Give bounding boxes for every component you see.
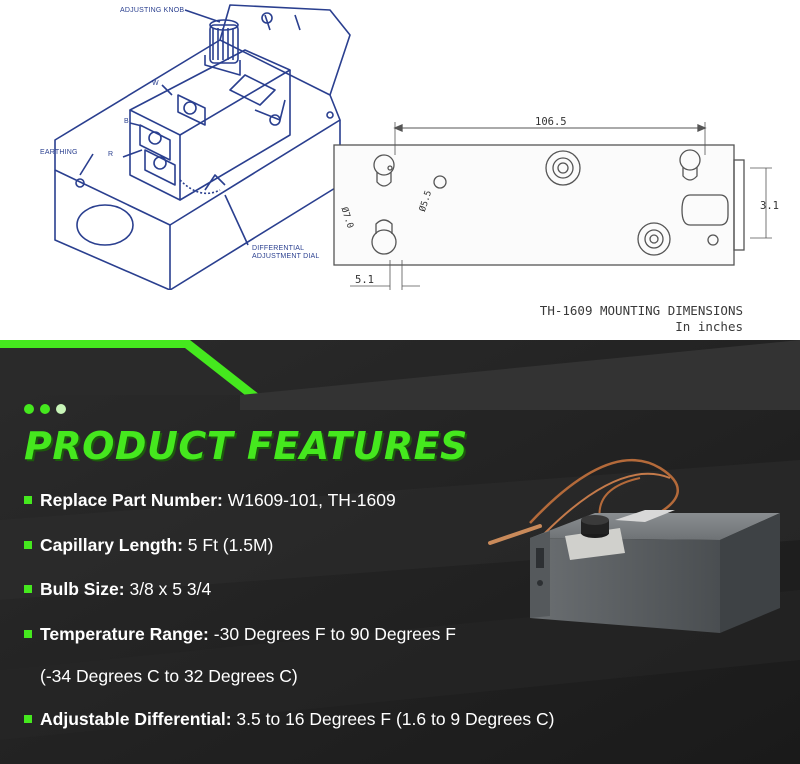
technical-drawing-area: ADJUSTING KNOB W B R EARTHING DIFFERENTI… — [0, 0, 800, 345]
feature-temperature-range: Temperature Range: -30 Degrees F to 90 D… — [24, 622, 456, 646]
caption-title: TH-1609 MOUNTING DIMENSIONS — [539, 303, 743, 318]
caption-units: In inches — [675, 319, 743, 334]
feature-adjustable-differential: Adjustable Differential: 3.5 to 16 Degre… — [24, 707, 555, 731]
dim-width: 106.5 — [535, 116, 567, 128]
feature-label: Replace Part Number: — [40, 489, 223, 510]
bullet-icon — [24, 585, 32, 593]
feature-temperature-range-celsius: (-34 Degrees C to 32 Degrees C) — [40, 664, 298, 688]
feature-label: Bulb Size: — [40, 578, 125, 599]
label-adjusting-knob: ADJUSTING KNOB — [120, 7, 185, 14]
feature-replace-part: Replace Part Number: W1609-101, TH-1609 — [24, 488, 396, 512]
feature-value: -30 Degrees F to 90 Degrees F — [208, 623, 456, 644]
dot-1 — [24, 404, 34, 414]
dim-height: 3.1 — [760, 200, 779, 212]
mounting-dimension-drawing — [333, 122, 772, 290]
feature-value: 3.5 to 16 Degrees F (1.6 to 9 Degrees C) — [231, 708, 555, 729]
label-differential-2: ADJUSTMENT DIAL — [252, 253, 320, 260]
feature-label: Capillary Length: — [40, 534, 183, 555]
feature-value: (-34 Degrees C to 32 Degrees C) — [40, 665, 298, 686]
thermostat-product-image — [488, 459, 780, 633]
bullet-icon — [24, 496, 32, 504]
feature-label: Adjustable Differential: — [40, 708, 232, 729]
product-features-heading: PRODUCT FEATURES — [24, 424, 468, 468]
label-terminal-w: W — [152, 80, 159, 87]
feature-value: 5 Ft (1.5M) — [182, 534, 274, 555]
mounting-caption: TH-1609 MOUNTING DIMENSIONS In inches — [540, 303, 743, 335]
dot-2 — [40, 404, 50, 414]
feature-value: W1609-101, TH-1609 — [222, 489, 396, 510]
label-terminal-r: R — [108, 151, 114, 158]
feature-bulb-size: Bulb Size: 3/8 x 5 3/4 — [24, 577, 211, 601]
bullet-icon — [24, 630, 32, 638]
dim-offset: 5.1 — [355, 274, 374, 286]
label-earthing: EARTHING — [40, 149, 78, 156]
feature-label: Temperature Range: — [40, 623, 209, 644]
label-differential-1: DIFFERENTIAL — [252, 245, 305, 252]
bullet-icon — [24, 715, 32, 723]
dot-3 — [56, 404, 66, 414]
feature-value: 3/8 x 5 3/4 — [124, 578, 212, 599]
feature-capillary-length: Capillary Length: 5 Ft (1.5M) — [24, 533, 273, 557]
bullet-icon — [24, 541, 32, 549]
label-terminal-b: B — [124, 118, 129, 125]
thermostat-line-sketch — [54, 4, 351, 290]
decorative-dots — [24, 404, 66, 414]
